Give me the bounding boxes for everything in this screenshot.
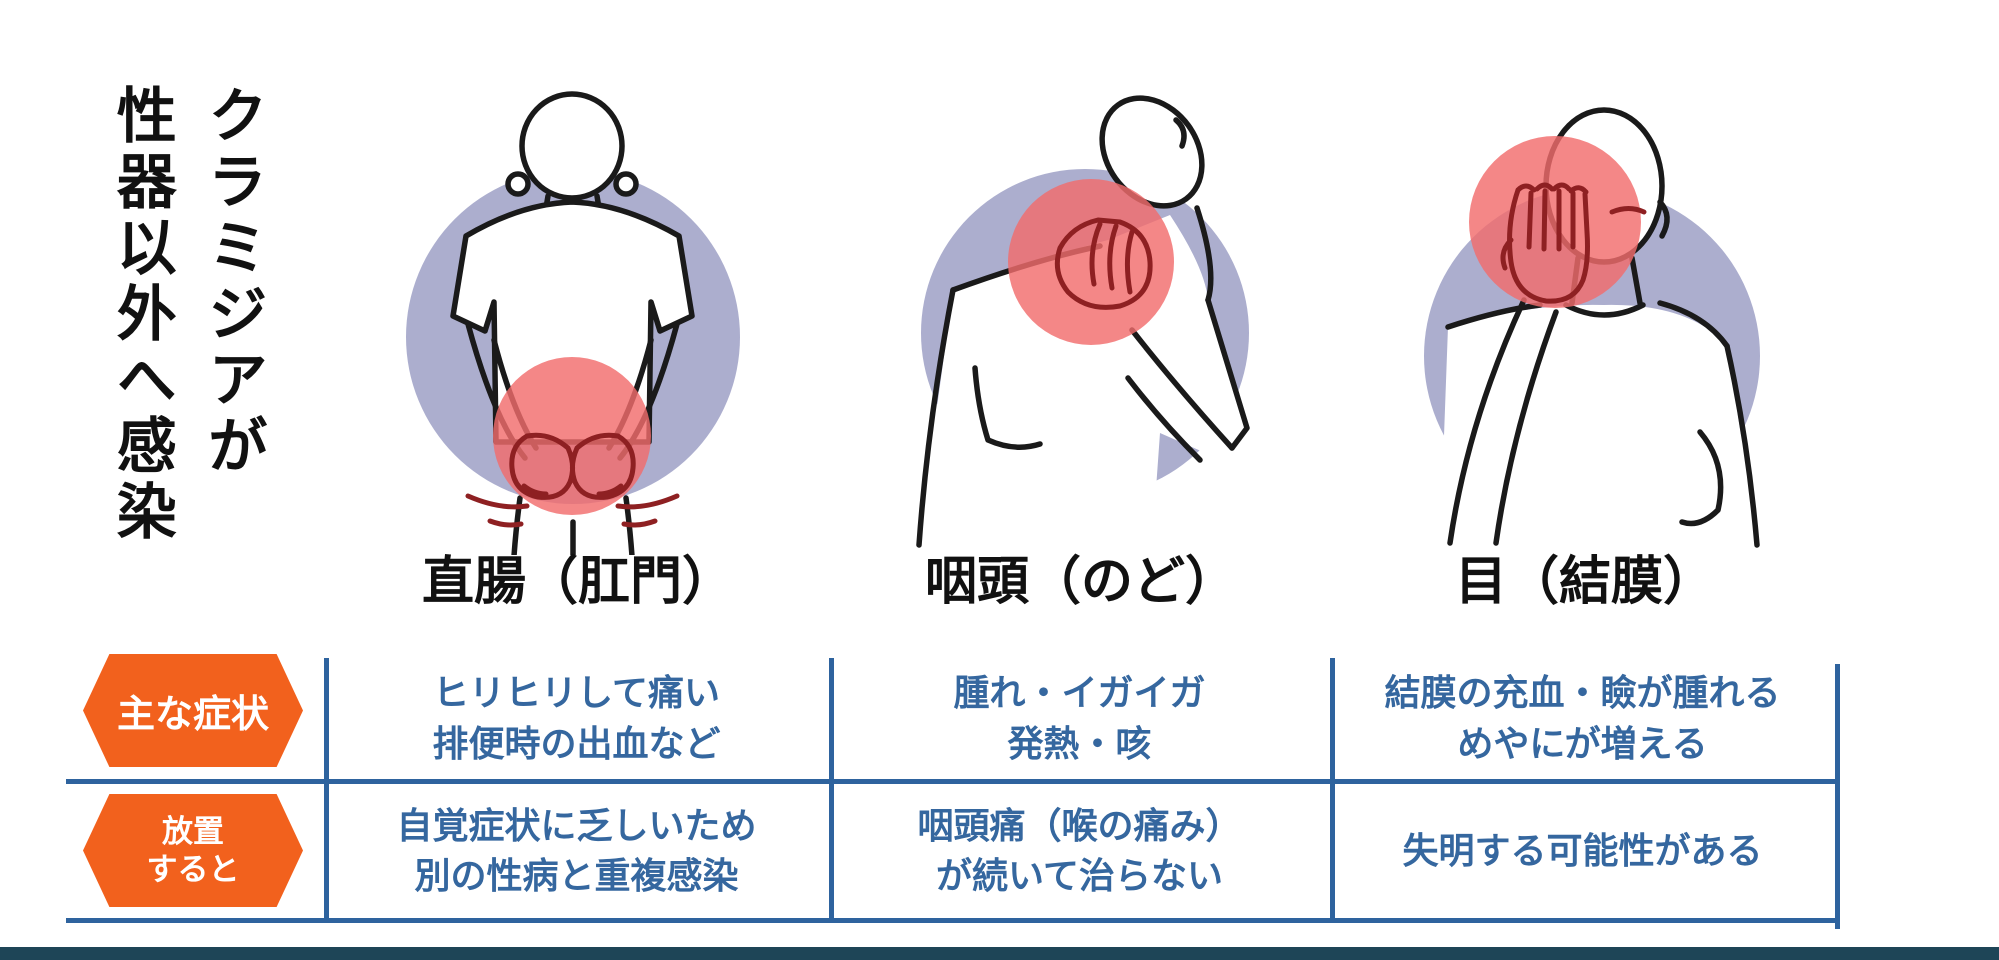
table-right-border [1835,664,1840,929]
figure-pharynx-illustration [880,75,1280,555]
title-line-1: クラミジアが [199,84,267,480]
hands-on-buttocks [465,432,680,528]
figure-eye-illustration [1420,75,1820,555]
t-shirt-back [450,199,695,445]
red-highlight-circle-anus [493,357,651,515]
badge-if-left-untreated: 放置 すると [83,794,303,907]
badge-main-symptoms: 主な症状 [83,654,303,767]
table-column-divider-3 [1330,658,1335,923]
hand-covering-eye [1500,182,1647,304]
table-row-divider [66,779,1840,784]
caption-pharynx: 咽頭（のど） [924,553,1237,611]
caption-rectum: 直腸（肛門） [421,553,734,611]
title-line-2: 性器以外へ感染 [108,84,176,546]
red-highlight-circle-eye [1469,136,1641,308]
cell-untreated-eye: 失明する可能性がある [1402,829,1763,871]
figure-rectum-illustration [380,75,770,555]
hand-on-throat [1054,217,1153,310]
table-column-divider-1 [324,658,329,923]
page-title-vertical: クラミジアが 性器以外へ感染 [96,84,278,584]
cell-symptoms-eye: 結膜の充血・瞼が腫れる めやにが増える [1384,672,1781,764]
caption-eye: 目（結膜） [1454,553,1715,611]
head-back-view [519,91,625,201]
bottom-edge-bar [0,947,1999,960]
cell-symptoms-pharynx: 腫れ・イガイガ 発熱・咳 [953,672,1206,764]
cell-symptoms-rectum: ヒリヒリして痛い 排便時の出血など [432,672,721,764]
head-tilted [1099,95,1205,209]
closed-eye-line [1609,206,1647,215]
cell-untreated-pharynx: 咽頭痛（喉の痛み） が続いて治らない [917,804,1242,896]
table-bottom-border [66,918,1840,923]
cell-untreated-rectum: 自覚症状に乏しいため 別の性病と重複感染 [396,804,757,896]
table-column-divider-2 [829,658,834,923]
